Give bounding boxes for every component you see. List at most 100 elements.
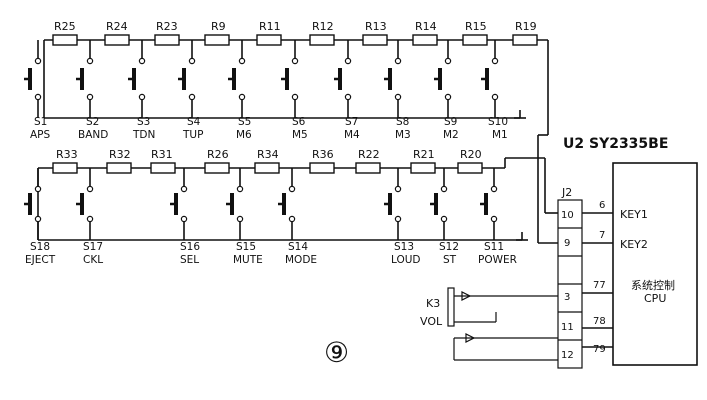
volume-k3: K3 VOL	[420, 287, 558, 361]
label-r36: R36	[312, 148, 334, 161]
label-s16-ref: S16	[180, 241, 200, 253]
resistor-r26	[204, 162, 230, 174]
j2-pin-9: 9	[564, 238, 570, 249]
cpu-pin-6: 6	[599, 200, 605, 211]
label-r32: R32	[109, 148, 131, 161]
connector-j2: J2 10 9 3 11 12	[557, 186, 583, 369]
label-s12-ref: S12	[439, 241, 459, 253]
label-s15-ref: S15	[236, 241, 256, 253]
switch-bottom-3	[170, 168, 188, 240]
resistor-r12	[309, 34, 335, 46]
cpu-pin-79: 79	[593, 344, 606, 355]
label-s18-ref: S18	[30, 241, 50, 253]
switch-bottom-8	[480, 168, 498, 240]
switch-top-10	[481, 40, 499, 118]
connector-j2-label: J2	[561, 186, 572, 199]
label-s16-name: SEL	[180, 254, 199, 266]
label-s4-name: TUP	[182, 129, 203, 141]
label-r33: R33	[56, 148, 78, 161]
resistor-r32	[106, 162, 132, 174]
switch-top-4	[178, 40, 196, 118]
label-r22: R22	[358, 148, 380, 161]
vol-label: VOL	[420, 315, 443, 328]
switches-layer	[24, 40, 499, 240]
label-r14: R14	[415, 20, 437, 33]
resistor-r11	[256, 34, 282, 46]
label-r24: R24	[106, 20, 128, 33]
resistor-r19	[512, 34, 538, 46]
label-r15: R15	[465, 20, 487, 33]
switch-bottom-5	[278, 168, 296, 240]
switch-top-5	[228, 40, 246, 118]
label-r31: R31	[151, 148, 173, 161]
label-r11: R11	[259, 20, 281, 33]
label-s12-name: ST	[443, 254, 457, 266]
switch-bottom-7	[430, 168, 448, 240]
label-s11-name: POWER	[478, 254, 517, 266]
k3-encoder-body	[447, 287, 455, 327]
k3-label: K3	[426, 297, 440, 310]
label-s7-ref: S7	[345, 116, 358, 128]
switch-top-7	[334, 40, 352, 118]
switch-bottom-6	[384, 168, 402, 240]
label-r23: R23	[156, 20, 178, 33]
label-r12: R12	[312, 20, 334, 33]
label-s4-ref: S4	[187, 116, 201, 128]
label-s13-ref: S13	[394, 241, 414, 253]
bus-connections	[504, 40, 558, 244]
switch-top-8	[384, 40, 402, 118]
resistor-r33	[52, 162, 78, 174]
resistor-r13	[362, 34, 388, 46]
label-s2-name: BAND	[78, 129, 108, 141]
resistor-r36	[309, 162, 335, 174]
label-s14-ref: S14	[288, 241, 308, 253]
resistor-r24	[104, 34, 130, 46]
top-row: R25 R24 R23 R9 R11 R12 R13 R14 R15 R19 S…	[30, 20, 548, 141]
k3-arrow-top	[461, 291, 472, 301]
j2-pin-11: 11	[561, 322, 574, 333]
cpu-body	[612, 162, 698, 366]
label-s3-name: TDN	[132, 129, 155, 141]
cpu-name-en: CPU	[644, 292, 666, 305]
switch-bottom-4	[226, 168, 244, 240]
switch-top-6	[281, 40, 299, 118]
label-s1-ref: S1	[34, 116, 47, 128]
label-s8-name: M3	[395, 129, 411, 141]
cpu-pin-78: 78	[593, 316, 606, 327]
label-s10-ref: S10	[488, 116, 508, 128]
label-s17-ref: S17	[83, 241, 103, 253]
label-s10-name: M1	[492, 129, 508, 141]
switch-top-9	[434, 40, 452, 118]
cpu-key2-label: KEY2	[620, 238, 648, 251]
resistor-r34	[254, 162, 280, 174]
label-s3-ref: S3	[137, 116, 150, 128]
label-s8-ref: S8	[396, 116, 409, 128]
figure-number: ⑨	[324, 336, 349, 369]
switch-top-3	[128, 40, 146, 118]
cpu-u2: U2 SY2335BE 6 7 77 78 79 KEY1 KEY2 系统控制 …	[563, 136, 698, 366]
label-r21: R21	[413, 148, 435, 161]
j2-pin-12: 12	[561, 350, 574, 361]
label-s17-name: CKL	[83, 254, 103, 266]
label-s5-ref: S5	[238, 116, 251, 128]
label-r13: R13	[365, 20, 387, 33]
resistor-r23	[154, 34, 180, 46]
bottom-row: R33 R32 R31 R26 R34 R36 R22 R21 R20 S18 …	[25, 148, 528, 266]
label-s7-name: M4	[344, 129, 360, 141]
resistor-r25	[52, 34, 78, 46]
label-r19: R19	[515, 20, 537, 33]
resistor-r22	[355, 162, 381, 174]
cpu-title: U2 SY2335BE	[563, 136, 668, 152]
cpu-name-cn: 系统控制	[631, 278, 675, 292]
resistor-r15	[462, 34, 488, 46]
switch-bottom-1	[24, 168, 42, 240]
label-s6-name: M5	[292, 129, 308, 141]
cpu-pin-77: 77	[593, 280, 606, 291]
label-s13-name: LOUD	[391, 254, 421, 266]
resistor-r31	[150, 162, 176, 174]
resistor-r9	[204, 34, 230, 46]
label-r26: R26	[207, 148, 229, 161]
resistor-r14	[412, 34, 438, 46]
label-s15-name: MUTE	[233, 254, 263, 266]
